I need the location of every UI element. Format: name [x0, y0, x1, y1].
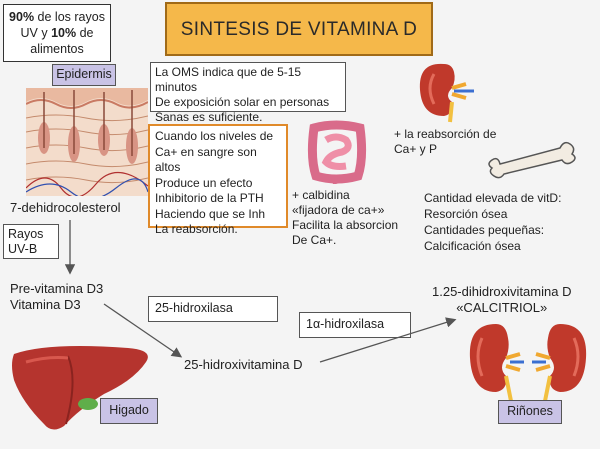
arrow-previtamin-to-25oh — [103, 303, 183, 358]
previtamin-text: Pre-vitamina D3 Vitamina D3 — [10, 281, 103, 313]
kidneys-label: Riñones — [498, 400, 562, 424]
previtamin-line: Pre-vitamina D3 — [10, 281, 104, 296]
calcium-line: Haciendo que se Inh — [155, 206, 266, 221]
calcium-high-box: Cuando los niveles de Ca+ en sangre son … — [148, 124, 288, 236]
uv-sources-box: 90% de los rayos UV y 10% de alimentos — [3, 4, 111, 62]
arrow-25oh-to-calcitriol — [319, 317, 457, 363]
calcium-line: Cuando los niveles de — [155, 129, 274, 143]
reabsorption-line: Ca+ y P — [394, 142, 438, 156]
bone-illustration — [488, 141, 576, 179]
vitd-effect-line: Cantidad elevada de vitD: — [424, 191, 562, 205]
calcium-line: La reabsorción. — [155, 222, 238, 236]
calcium-line: Inhibitorio de la PTH — [155, 191, 264, 205]
calbindin-line: Facilita la absorcion — [292, 218, 399, 232]
uv-text-2a: UV y — [20, 26, 52, 40]
calcitriol-text: 1.25-dihidroxivitamina D «CALCITRIOL» — [432, 284, 571, 316]
previtamin-line: Vitamina D3 — [10, 297, 81, 312]
skin-illustration — [26, 88, 148, 196]
uvb-line: UV-B — [8, 242, 38, 256]
calcium-line: Produce un efecto — [155, 175, 253, 190]
hydroxylase-1a-box: 1α-hidroxilasa — [299, 312, 411, 338]
uvb-box: Rayos UV-B — [3, 224, 59, 259]
uv-text-2b: de — [76, 26, 94, 40]
uv-text-1: de los rayos — [34, 10, 105, 24]
intestine-illustration — [307, 120, 367, 184]
dehydrocholesterol-text: 7-dehidrocolesterol — [10, 200, 121, 215]
liver-illustration — [12, 346, 148, 430]
calcium-line: Ca+ en sangre son altos — [155, 144, 257, 175]
vitd-effect-line: Resorción ósea — [424, 207, 508, 221]
uvb-line: Rayos — [8, 227, 44, 241]
liver-label: Higado — [100, 398, 158, 424]
calbindin-line: De Ca+. — [292, 233, 337, 247]
oms-note-box: La OMS indica que de 5-15 minutos De exp… — [150, 62, 346, 124]
oms-line: De exposición solar en personas — [155, 95, 330, 109]
epidermis-label: Epidermis — [52, 64, 116, 86]
oms-line: La OMS indica que de 5-15 minutos — [155, 65, 302, 94]
vitd-effects-text: Cantidad elevada de vitD: Resorción ósea… — [424, 190, 561, 254]
reabsorption-line: + la reabsorción de — [394, 127, 497, 141]
hydroxyvitamin-d-text: 25-hidroxivitamina D — [184, 357, 303, 372]
calcitriol-line: «CALCITRIOL» — [456, 300, 548, 315]
reabsorption-text: + la reabsorción de Ca+ y P — [394, 127, 496, 157]
uv-line-2: UV y 10% de — [4, 25, 110, 41]
uv-text-3: alimentos — [30, 42, 84, 56]
vitd-effect-line: Cantidades pequeñas: — [424, 223, 545, 237]
calcitriol-line: 1.25-dihidroxivitamina D — [432, 284, 572, 299]
diagram-title: SINTESIS DE VITAMINA D — [165, 2, 433, 56]
uv-percent: 90% — [9, 10, 35, 24]
calbindin-line: «fijadora de ca+» — [292, 203, 385, 217]
hydroxylase-25-box: 25-hidroxilasa — [148, 296, 278, 322]
food-percent: 10% — [51, 26, 77, 40]
oms-line: Sanas es suficiente. — [155, 110, 263, 124]
calbindin-line: + calbidina — [292, 188, 350, 202]
vitd-effect-line: Calcificación ósea — [424, 239, 521, 253]
uv-line-1: 90% de los rayos — [4, 9, 110, 25]
kidney-small-illustration — [419, 63, 474, 123]
kidneys-illustration — [469, 324, 587, 407]
calbindin-text: + calbidina «fijadora de ca+» Facilita l… — [292, 188, 398, 248]
